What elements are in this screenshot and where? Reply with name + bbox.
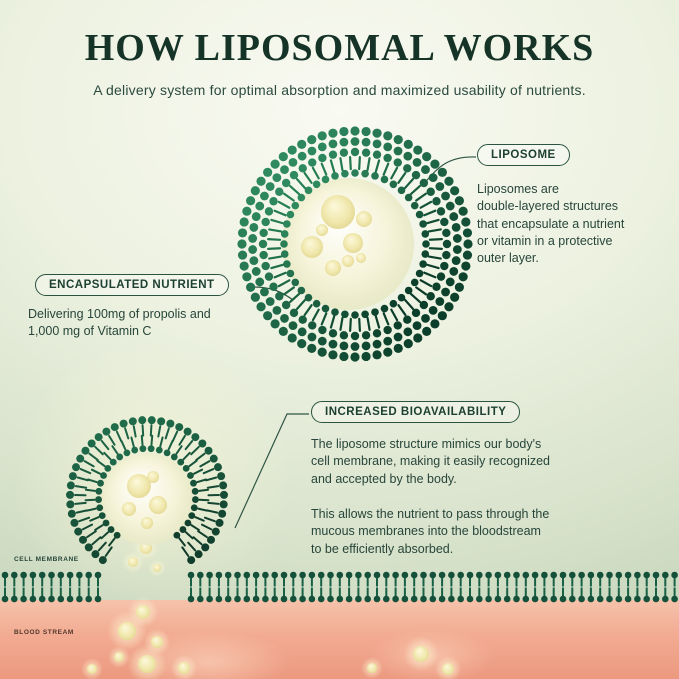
cell-membrane-illustration bbox=[1, 571, 678, 603]
blood-stream-label: BLOOD STREAM bbox=[14, 629, 74, 636]
bloodstream-area bbox=[0, 600, 679, 679]
bioavailability-connector bbox=[234, 413, 309, 529]
bioavailability-paragraph-2: This allows the nutrient to pass through… bbox=[311, 507, 550, 556]
fusion-glow bbox=[12, 338, 292, 618]
liposome-connector bbox=[423, 156, 477, 185]
infographic-title: HOW LIPOSOMAL WORKS bbox=[84, 27, 595, 69]
encapsulated-nutrient-description: Delivering 100mg of propolis and 1,000 m… bbox=[28, 307, 211, 339]
bloodstream-highlight bbox=[130, 630, 290, 679]
infographic-subtitle: A delivery system for optimal absorption… bbox=[93, 82, 586, 98]
bloodstream-highlight bbox=[370, 628, 494, 679]
encapsulated-connector bbox=[252, 286, 294, 301]
bioavailability-paragraph-1: The liposome structure mimics our body's… bbox=[311, 437, 550, 486]
fused-liposome-illustration bbox=[66, 416, 228, 565]
liposome-callout-label: LIPOSOME bbox=[477, 144, 570, 166]
liposome-description: Liposomes are double-layered structures … bbox=[477, 182, 625, 265]
increased-bioavailability-callout-label: INCREASED BIOAVAILABILITY bbox=[311, 401, 521, 423]
cell-membrane-label: CELL MEMBRANE bbox=[14, 556, 79, 563]
encapsulated-nutrient-callout-label: ENCAPSULATED NUTRIENT bbox=[35, 274, 229, 296]
